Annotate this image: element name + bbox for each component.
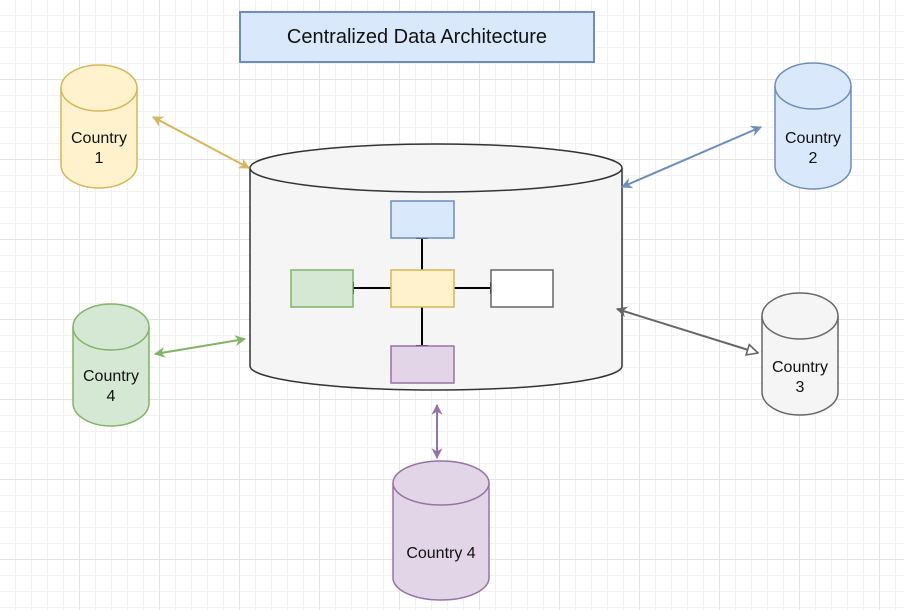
diagram-title: Centralized Data Architecture bbox=[239, 11, 595, 63]
country-3-label-line2: 3 bbox=[796, 379, 805, 396]
country-4-bottom-cylinder: Country 4 bbox=[392, 460, 490, 601]
inner-block-center bbox=[390, 269, 455, 308]
country-4-left-cylinder: Country 4 bbox=[72, 303, 150, 427]
inner-block-left bbox=[290, 269, 354, 308]
country-1-label-line1: Country bbox=[71, 130, 127, 147]
country-4-left-label-line2: 4 bbox=[107, 388, 116, 405]
country-4-bottom-label: Country 4 bbox=[406, 545, 475, 562]
country-1-label-line2: 1 bbox=[95, 150, 104, 167]
connector-country-3 bbox=[617, 309, 758, 353]
connector-country-2 bbox=[620, 125, 763, 189]
connector-country-1 bbox=[152, 116, 250, 169]
connector-country-4-left bbox=[153, 335, 247, 358]
inner-block-top bbox=[390, 200, 455, 239]
country-3-label-line1: Country bbox=[772, 359, 828, 376]
country-1-cylinder: Country 1 bbox=[60, 64, 138, 189]
country-3-cylinder: Country 3 bbox=[761, 292, 839, 416]
inner-block-bottom bbox=[390, 345, 455, 384]
country-2-label-line1: Country bbox=[785, 130, 841, 147]
country-2-label-line2: 2 bbox=[809, 150, 818, 167]
inner-block-right bbox=[490, 269, 554, 308]
country-4-left-label-line1: Country bbox=[83, 368, 139, 385]
country-2-cylinder: Country 2 bbox=[774, 62, 852, 190]
